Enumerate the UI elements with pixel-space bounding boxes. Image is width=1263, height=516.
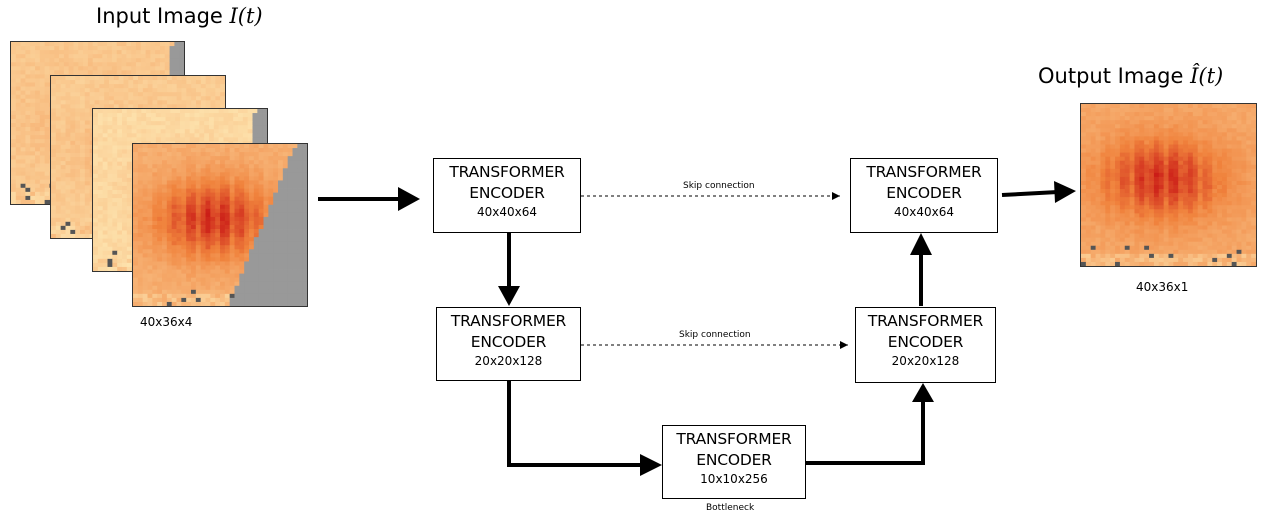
arrow-enc2-bottleneck-head [640,454,662,476]
arrow-enc2-to-bottleneck [507,381,648,467]
output-title-math: Î(t) [1190,64,1224,88]
arrow-input-head [398,187,420,211]
encoder-3-dims: 10x10x256 [700,472,768,486]
input-title-text: Input Image [96,4,230,28]
input-frame-4 [132,143,308,307]
encoder-4-dims: 20x20x128 [891,354,960,368]
encoder-5-dims: 40x40x64 [893,205,954,219]
encoder-block-2: TRANSFORMER ENCODER 20x20x128 [436,307,581,381]
bottleneck-encoder-block: TRANSFORMER ENCODER 10x10x256 [662,425,806,499]
arrow-bottleneck-dec2-head [912,383,934,402]
encoder-block-1: TRANSFORMER ENCODER 40x40x64 [433,158,581,233]
encoder-2-title: TRANSFORMER [450,312,567,330]
bottleneck-label: Bottleneck [706,503,755,513]
output-image [1080,103,1257,267]
in-frame-3-heatmap [133,144,307,306]
arrow-bottleneck-to-dec2 [806,398,925,465]
encoder-2-dims: 20x20x128 [474,354,543,368]
encoder-4-title: TRANSFORMER [867,312,984,330]
out-frame-heatmap [1081,104,1256,266]
arrow-output-head [1054,181,1076,203]
input-image-title: Input Image I(t) [96,4,263,28]
encoder-2-subtitle: ENCODER [470,333,547,351]
encoder-5-title: TRANSFORMER [866,163,982,181]
encoder-1-dims: 40x40x64 [476,205,537,219]
output-dims-label: 40x36x1 [1136,280,1189,294]
input-title-math: I(t) [229,4,263,28]
encoder-1-title: TRANSFORMER [449,163,565,181]
output-title-text: Output Image [1038,64,1191,88]
decoder-block-2: TRANSFORMER ENCODER 20x20x128 [855,307,996,383]
skip-label-middle: Skip connection [679,330,751,340]
encoder-3-title: TRANSFORMER [676,430,792,448]
arrow-dec2-dec1-head [910,233,932,255]
arrow-enc1-enc2-head [498,286,520,306]
decoder-block-1: TRANSFORMER ENCODER 40x40x64 [850,158,998,233]
arrow-decoder-to-output [1001,190,1059,197]
output-image-title: Output Image Î(t) [1038,64,1223,88]
input-dims-label: 40x36x4 [140,315,193,329]
encoder-5-subtitle: ENCODER [886,184,962,202]
encoder-4-subtitle: ENCODER [887,333,964,351]
encoder-1-subtitle: ENCODER [469,184,545,202]
encoder-3-subtitle: ENCODER [696,451,772,469]
skip-label-top: Skip connection [683,181,755,191]
